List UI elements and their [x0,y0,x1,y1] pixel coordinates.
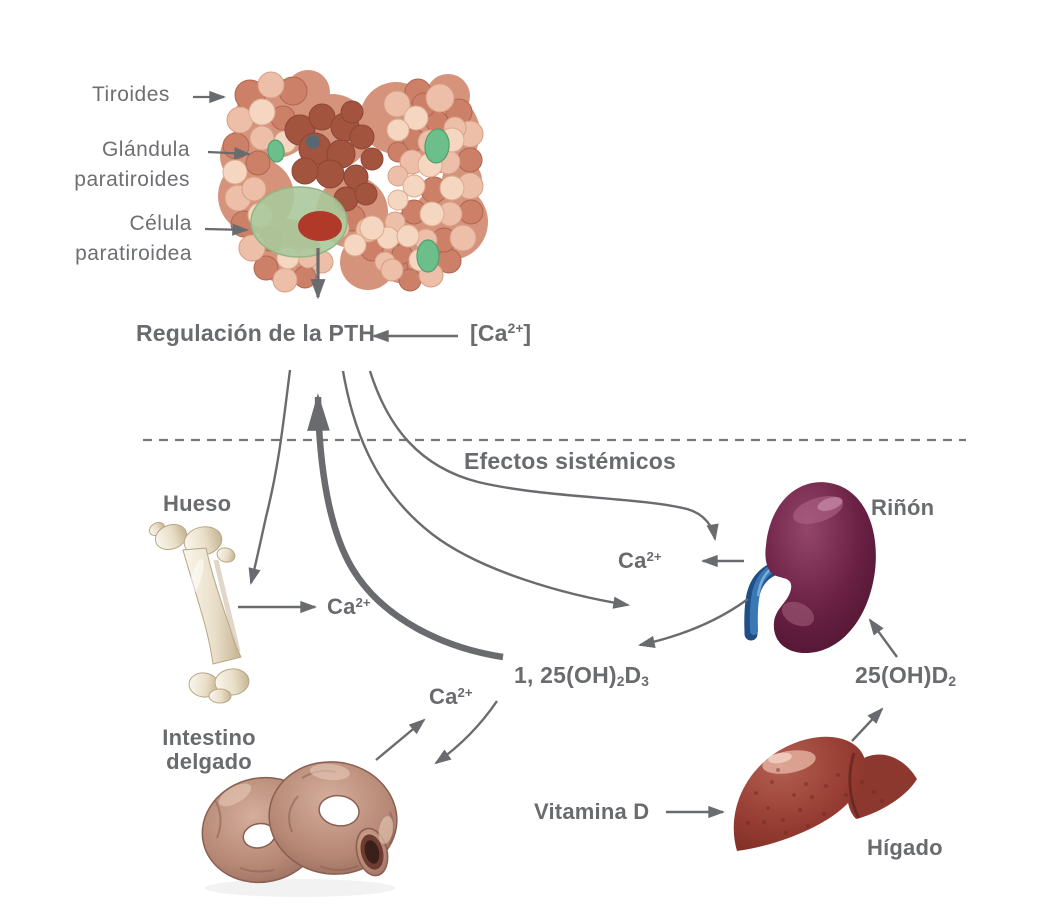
label-1-25-oh2-d3: 1, 25(OH)2D3 [514,662,649,690]
thyroid-illustration [218,70,488,293]
label-ca-intestine: Ca2+ [429,684,473,709]
parathyroid-gland-spot [416,239,440,273]
kidney-illustration [744,482,876,654]
label-higado: Hígado [867,835,943,860]
label-celula-paratiroidea: Célula paratiroidea [58,209,192,269]
arrow-glandula-pointer [207,147,252,160]
label-vitamina-d: Vitamina D [534,799,650,824]
arrow-kidney-to-d125 [637,598,749,648]
intestino-line1: Intestino [162,725,256,750]
label-ca-concentration: [Ca2+] [470,320,532,346]
label-intestino-delgado: Intestino delgado [150,726,268,774]
arrow-pth-to-d125 [341,370,631,609]
arrow-pth-to-kidney-ca [368,370,719,542]
glandula-line2: paratiroides [74,168,190,191]
arrows [193,90,898,819]
arrow-pth-to-bone [248,369,292,586]
glandula-line1: Glándula [101,138,190,161]
bone-illustration [148,521,250,704]
arrow-liver-to-d25 [851,707,884,742]
parathyroid-gland-spot [424,128,450,164]
label-rinon: Riñón [871,495,935,520]
intestino-line2: delgado [166,749,252,774]
small-intestine-illustration [201,761,398,897]
label-25-oh-d2: 25(OH)D2 [855,662,957,690]
label-regulacion-pth: Regulación de la PTH [136,320,376,346]
label-glandula-paratiroides: Glándula paratiroides [56,135,190,195]
arrow-d25-to-kidney [868,618,898,658]
parathyroid-cell-core [298,211,342,241]
label-ca-bone: Ca2+ [327,594,371,619]
thyroid-dark-dot [306,135,320,149]
arrow-intestine-to-ca [375,718,426,761]
label-tiroides: Tiroides [92,83,170,106]
arrow-d125-to-intestine [434,700,498,765]
liver-illustration [733,736,917,851]
parathyroid-gland-spot [267,139,285,163]
label-hueso: Hueso [163,491,232,516]
label-efectos-sistemicos: Efectos sistémicos [464,448,676,474]
label-ca-kidney: Ca2+ [618,548,662,573]
arrow-celula-pointer [204,223,250,236]
celula-line1: Célula [129,212,192,235]
celula-line2: paratiroidea [75,242,192,265]
arrow-feedback-d125-to-pth [307,392,504,661]
